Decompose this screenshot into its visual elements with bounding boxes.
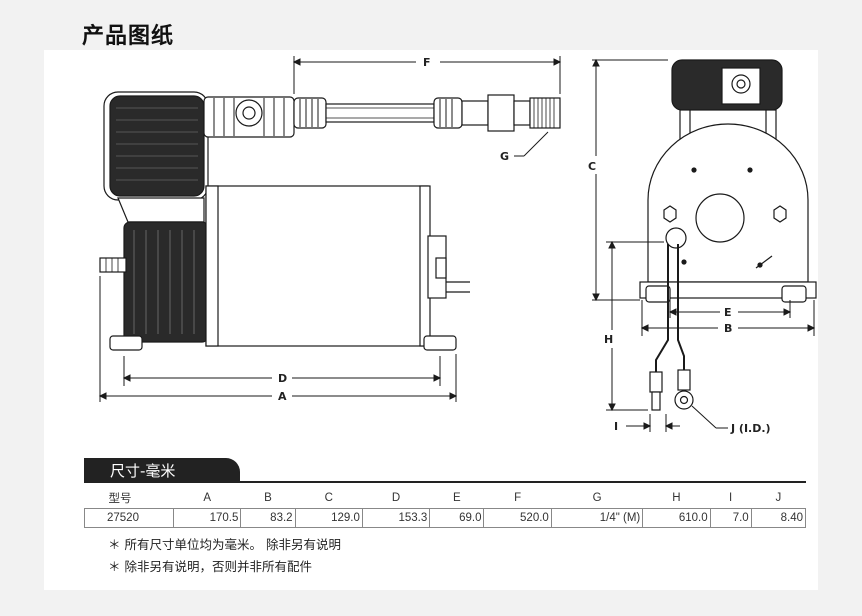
table-cell: 153.3 bbox=[361, 508, 431, 528]
table-header-cell: H bbox=[672, 491, 681, 504]
dimensions-tab: 尺寸-毫米 bbox=[84, 458, 240, 482]
table-cell: 8.40 bbox=[750, 508, 807, 528]
dimensions-tab-label: 尺寸-毫米 bbox=[110, 462, 176, 480]
table-header-cell: B bbox=[264, 491, 272, 504]
table-header-row: 型号 A B C D E F G H I J bbox=[85, 487, 806, 509]
table-header-cell: A bbox=[203, 491, 211, 504]
table-cell: 69.0 bbox=[429, 508, 485, 528]
table-header-cell: C bbox=[324, 491, 333, 504]
table-cell: 27520 bbox=[84, 508, 174, 528]
table-cell: 1/4" (M) bbox=[550, 508, 644, 528]
table-cell: 83.2 bbox=[240, 508, 296, 528]
compressor-side-view bbox=[99, 91, 561, 351]
compressor-end-view bbox=[639, 59, 817, 411]
table-cell: 170.5 bbox=[172, 508, 242, 528]
page-title: 产品图纸 bbox=[82, 24, 175, 49]
table-header-cell: J bbox=[775, 491, 782, 504]
table-cell: 610.0 bbox=[642, 508, 711, 528]
dim-label-f: F bbox=[423, 56, 431, 69]
table-cell: 520.0 bbox=[483, 508, 552, 528]
side-dimension-lines bbox=[98, 56, 562, 402]
tab-divider bbox=[84, 481, 806, 483]
dimensions-table: 型号 A B C D E F G H I J 27520 170.5 83.2 … bbox=[84, 487, 807, 528]
dim-label-e: E bbox=[724, 306, 732, 319]
dim-label-a: A bbox=[278, 390, 287, 403]
dim-label-b: B bbox=[724, 322, 732, 335]
table-header-cell: I bbox=[729, 491, 733, 504]
table-header-cell: E bbox=[453, 491, 461, 504]
dim-label-c: C bbox=[588, 160, 596, 173]
table-cell: 129.0 bbox=[294, 508, 363, 528]
table-header-cell: D bbox=[391, 491, 401, 504]
table-header-cell: G bbox=[592, 491, 602, 504]
table-cell: 7.0 bbox=[709, 508, 752, 528]
footnote: ＊ 除非另有说明，否则并非所有配件 bbox=[108, 559, 312, 574]
dim-label-j: J (I.D.) bbox=[730, 422, 771, 435]
table-header-cell: 型号 bbox=[108, 492, 132, 505]
table-header-cell: F bbox=[514, 491, 522, 504]
end-dimension-lines bbox=[592, 58, 816, 432]
footnote: ＊ 所有尺寸单位均为毫米。 除非另有说明 bbox=[108, 537, 341, 552]
dim-label-d: D bbox=[278, 372, 287, 385]
dim-label-i: I bbox=[614, 420, 618, 433]
table-row: 27520 170.5 83.2 129.0 153.3 69.0 520.0 … bbox=[84, 508, 807, 528]
dim-label-g: G bbox=[500, 150, 509, 163]
dim-label-h: H bbox=[604, 333, 613, 346]
